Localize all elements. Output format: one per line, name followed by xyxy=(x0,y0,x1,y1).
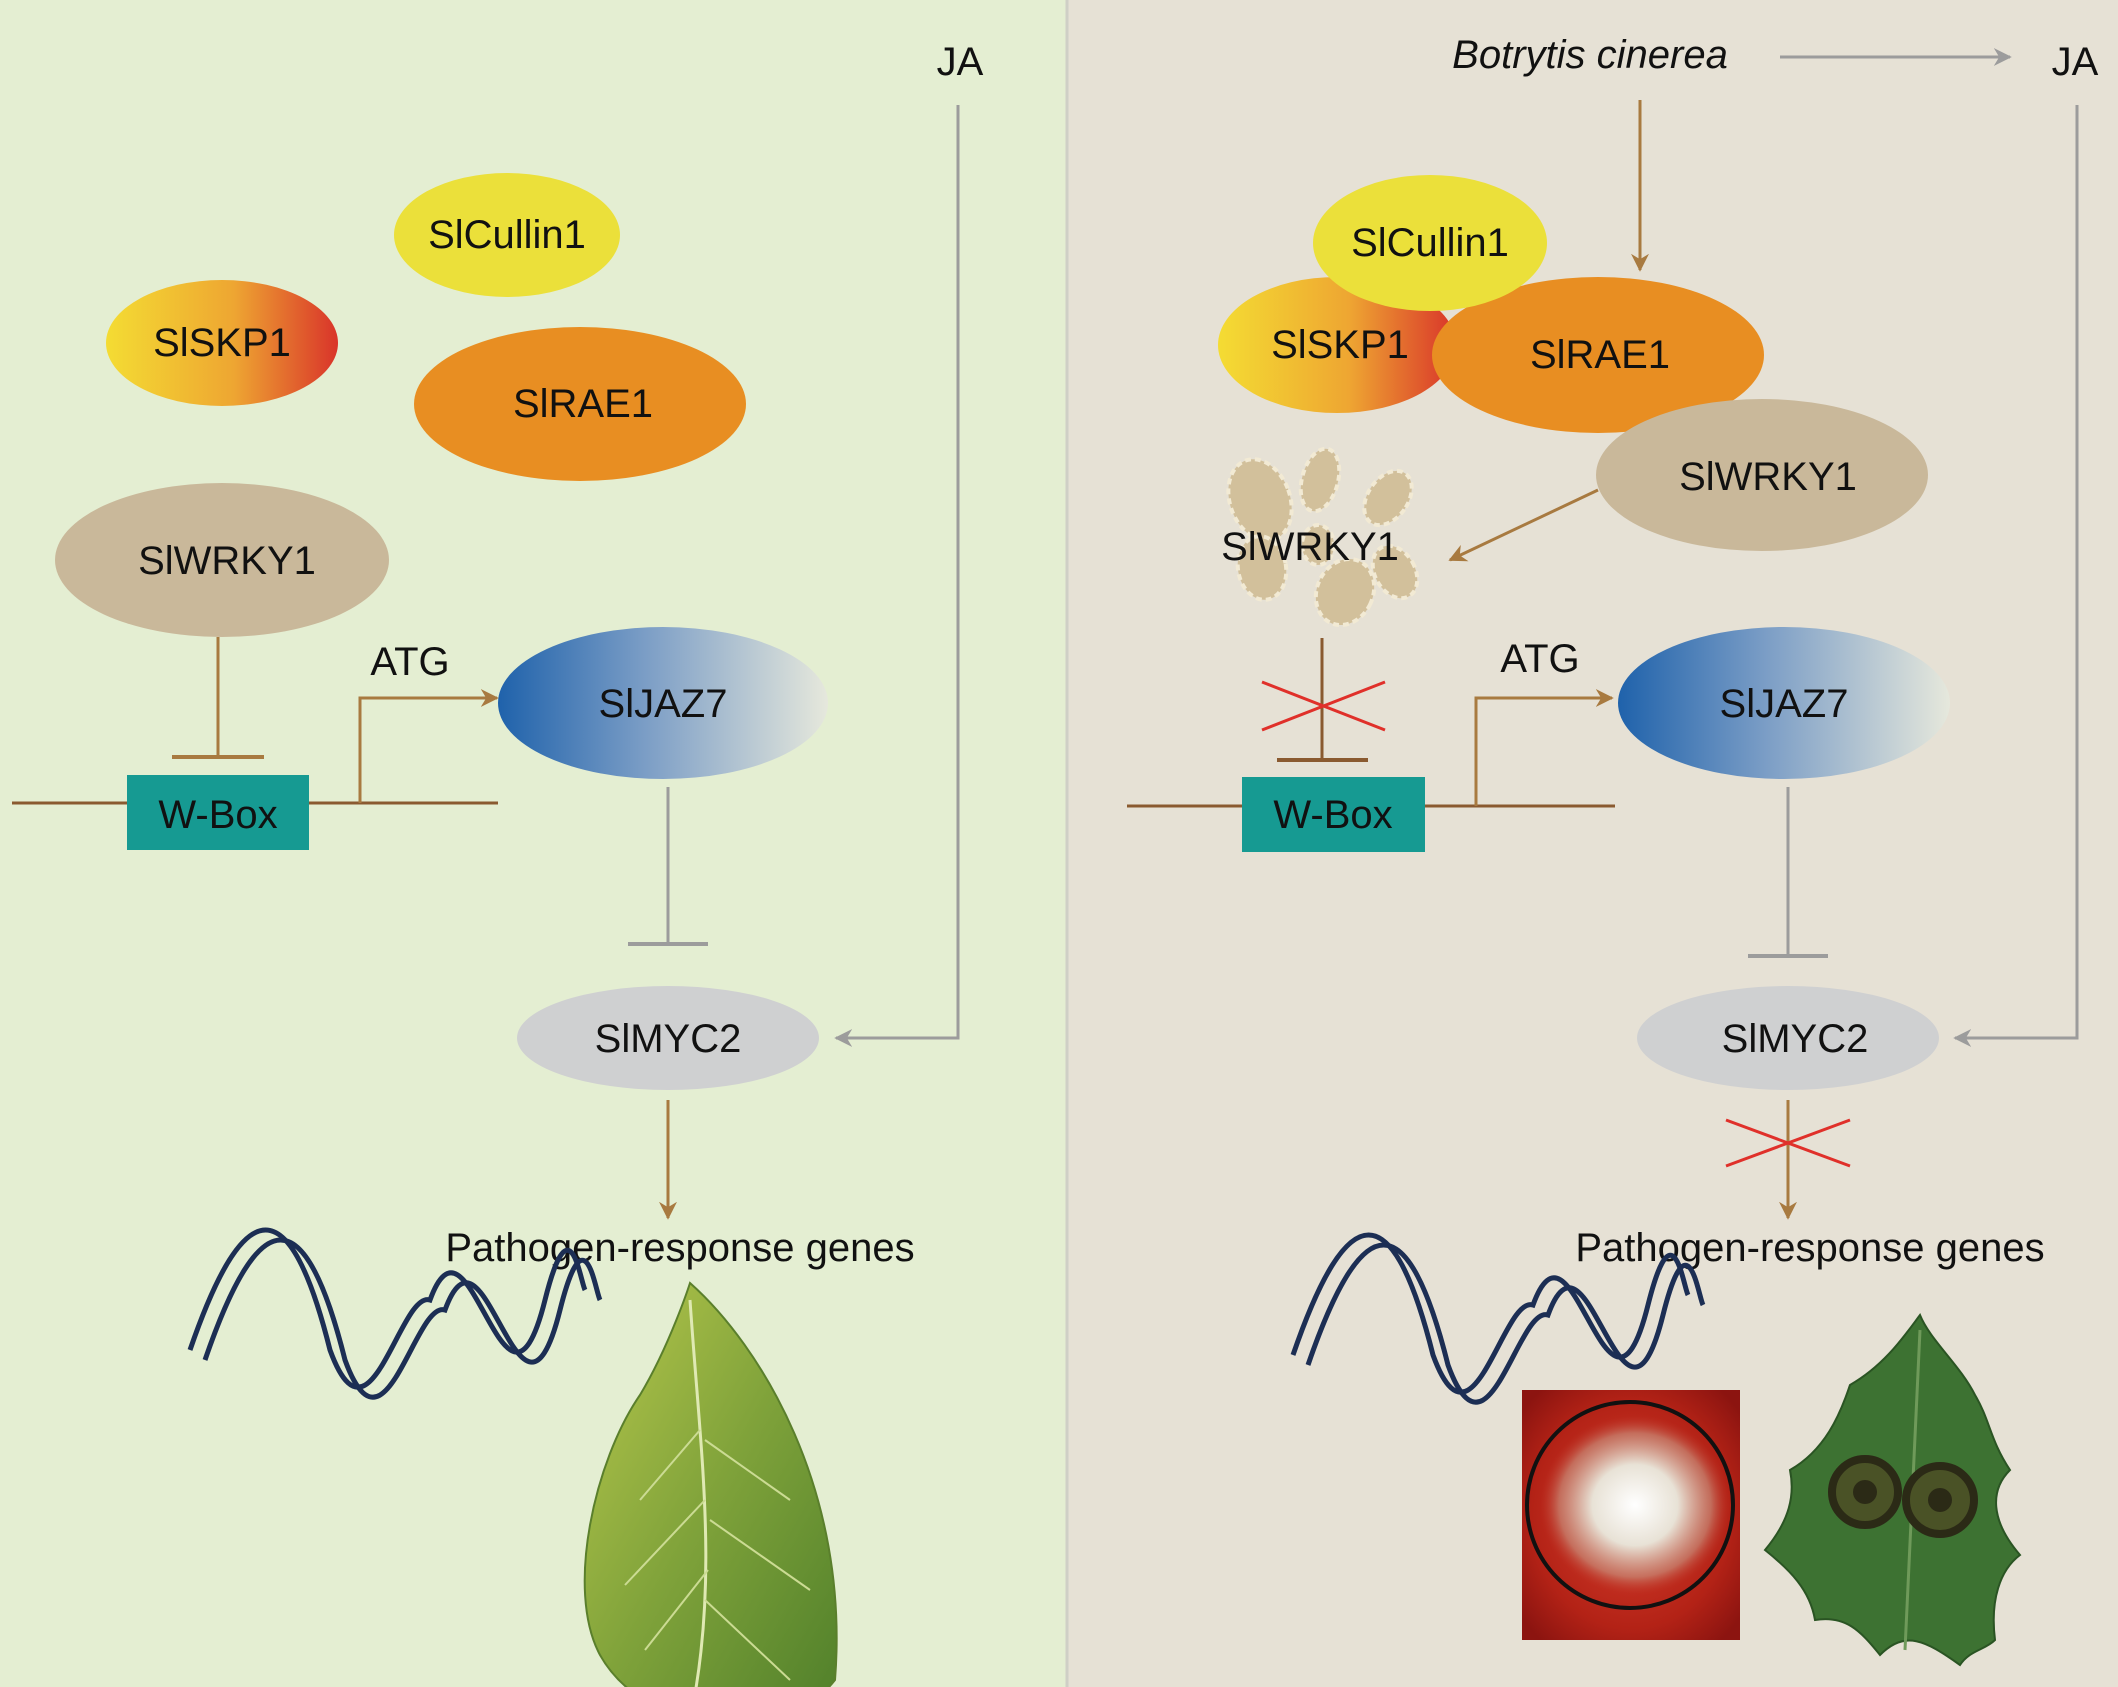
right-jaz-label: SlJAZ7 xyxy=(1720,682,1849,726)
right-pathogen-label: Botrytis cinerea xyxy=(1452,33,1728,77)
right-degraded-wrky-fragments xyxy=(1226,446,1420,628)
right-rae-ellipse xyxy=(1432,277,1764,433)
left-myc-ellipse xyxy=(517,986,819,1090)
right-wbox-label: W-Box xyxy=(1273,793,1392,837)
right-jaz-ellipse xyxy=(1618,627,1950,779)
right-cullin-ellipse xyxy=(1313,175,1547,311)
right-panel: Botrytis cinerea JA SlSKP1 SlRAE1 SlCull… xyxy=(1127,33,2099,1667)
right-dna-helix-icon xyxy=(1290,1232,1706,1405)
left-jaz-label: SlJAZ7 xyxy=(599,682,728,726)
left-genes-label: Pathogen-response genes xyxy=(445,1226,914,1270)
left-panel: JA SlCullin1 SlSKP1 SlRAE1 SlWRKY1 W-Box… xyxy=(12,40,984,1687)
left-wrky-label: SlWRKY1 xyxy=(138,539,316,583)
right-blocked-activation-cross-icon xyxy=(1725,1118,1851,1168)
left-myc-label: SlMYC2 xyxy=(595,1017,742,1061)
left-atg-label: ATG xyxy=(370,640,449,684)
right-myc-label: SlMYC2 xyxy=(1722,1017,1869,1061)
right-myc-ellipse xyxy=(1637,986,1939,1090)
left-skp-label: SlSKP1 xyxy=(153,321,291,365)
left-cullin-ellipse xyxy=(394,173,620,297)
right-blocked-inhibition-cross-icon xyxy=(1261,680,1386,732)
right-infected-leaf-icon xyxy=(1763,1312,2022,1667)
right-wrky-label: SlWRKY1 xyxy=(1679,455,1857,499)
left-ja-label: JA xyxy=(937,40,984,84)
left-wbox xyxy=(127,775,309,850)
left-ja-arrow xyxy=(834,105,960,1047)
right-wbox xyxy=(1242,777,1425,852)
left-tss-arrow xyxy=(358,689,499,803)
left-cullin-label: SlCullin1 xyxy=(428,213,586,257)
right-rae-label: SlRAE1 xyxy=(1530,333,1670,377)
right-cullin-label: SlCullin1 xyxy=(1351,221,1509,265)
left-wrky-ellipse xyxy=(55,483,389,637)
right-degradation-arrow xyxy=(1448,488,1599,562)
right-genes-label: Pathogen-response genes xyxy=(1575,1226,2044,1270)
right-ja-arrow xyxy=(1953,105,2079,1047)
left-rae-ellipse xyxy=(414,327,746,481)
left-wbox-label: W-Box xyxy=(158,793,277,837)
right-infected-tomato-photo xyxy=(1522,1390,1740,1640)
right-atg-label: ATG xyxy=(1500,637,1579,681)
left-rae-label: SlRAE1 xyxy=(513,382,653,426)
left-skp-ellipse xyxy=(106,280,338,406)
left-dna-helix-icon xyxy=(187,1227,603,1400)
right-skp-label: SlSKP1 xyxy=(1271,323,1409,367)
left-jaz-ellipse xyxy=(498,627,828,779)
right-degraded-wrky-label: SlWRKY1 xyxy=(1221,525,1399,569)
right-skp-ellipse xyxy=(1218,277,1456,413)
right-wrky-ellipse xyxy=(1596,399,1928,551)
left-healthy-leaf-icon xyxy=(583,1281,838,1687)
right-ja-label: JA xyxy=(2052,40,2099,84)
right-tss-arrow xyxy=(1474,689,1614,806)
